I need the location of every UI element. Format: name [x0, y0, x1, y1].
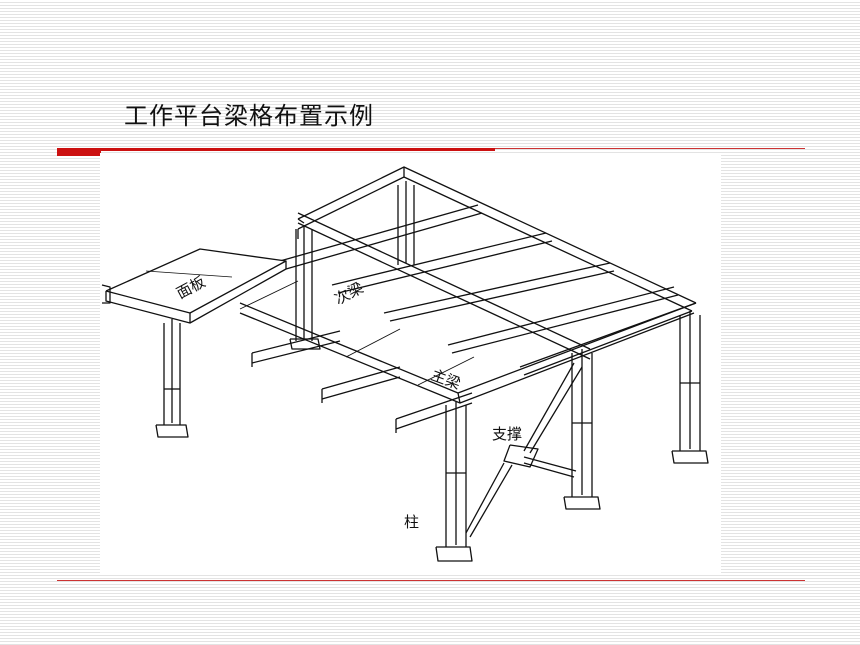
column-front-middle: [435, 401, 473, 562]
secondary-beam-ends: [251, 330, 473, 433]
column-front-right: [563, 349, 601, 510]
title-underline: [101, 148, 495, 151]
label-main-beam: 主梁: [429, 366, 463, 393]
footer-rule: [57, 580, 805, 581]
structure-drawing: 面板 次梁 主梁 支撑 柱: [101, 166, 709, 562]
deck-panel: [101, 248, 287, 324]
floor-grid: [239, 280, 475, 386]
title-accent-bar: [57, 148, 101, 156]
main-beam-middle: [297, 212, 591, 360]
beam-grid-diagram: 面板 次梁 主梁 支撑 柱: [100, 153, 721, 573]
bracing: [465, 362, 583, 538]
column-back-middle: [397, 181, 415, 265]
secondary-beams: [279, 204, 697, 376]
column-front-left: [155, 319, 189, 438]
label-secondary-beam: 次梁: [331, 279, 366, 309]
label-column: 柱: [404, 513, 419, 531]
main-beam-front: [239, 302, 697, 404]
main-beam-left: [297, 218, 305, 239]
label-brace: 支撑: [492, 425, 522, 443]
column-back-right: [671, 311, 709, 464]
slide-title: 工作平台梁格布置示例: [124, 102, 374, 130]
title-rule-thin: [495, 148, 805, 149]
